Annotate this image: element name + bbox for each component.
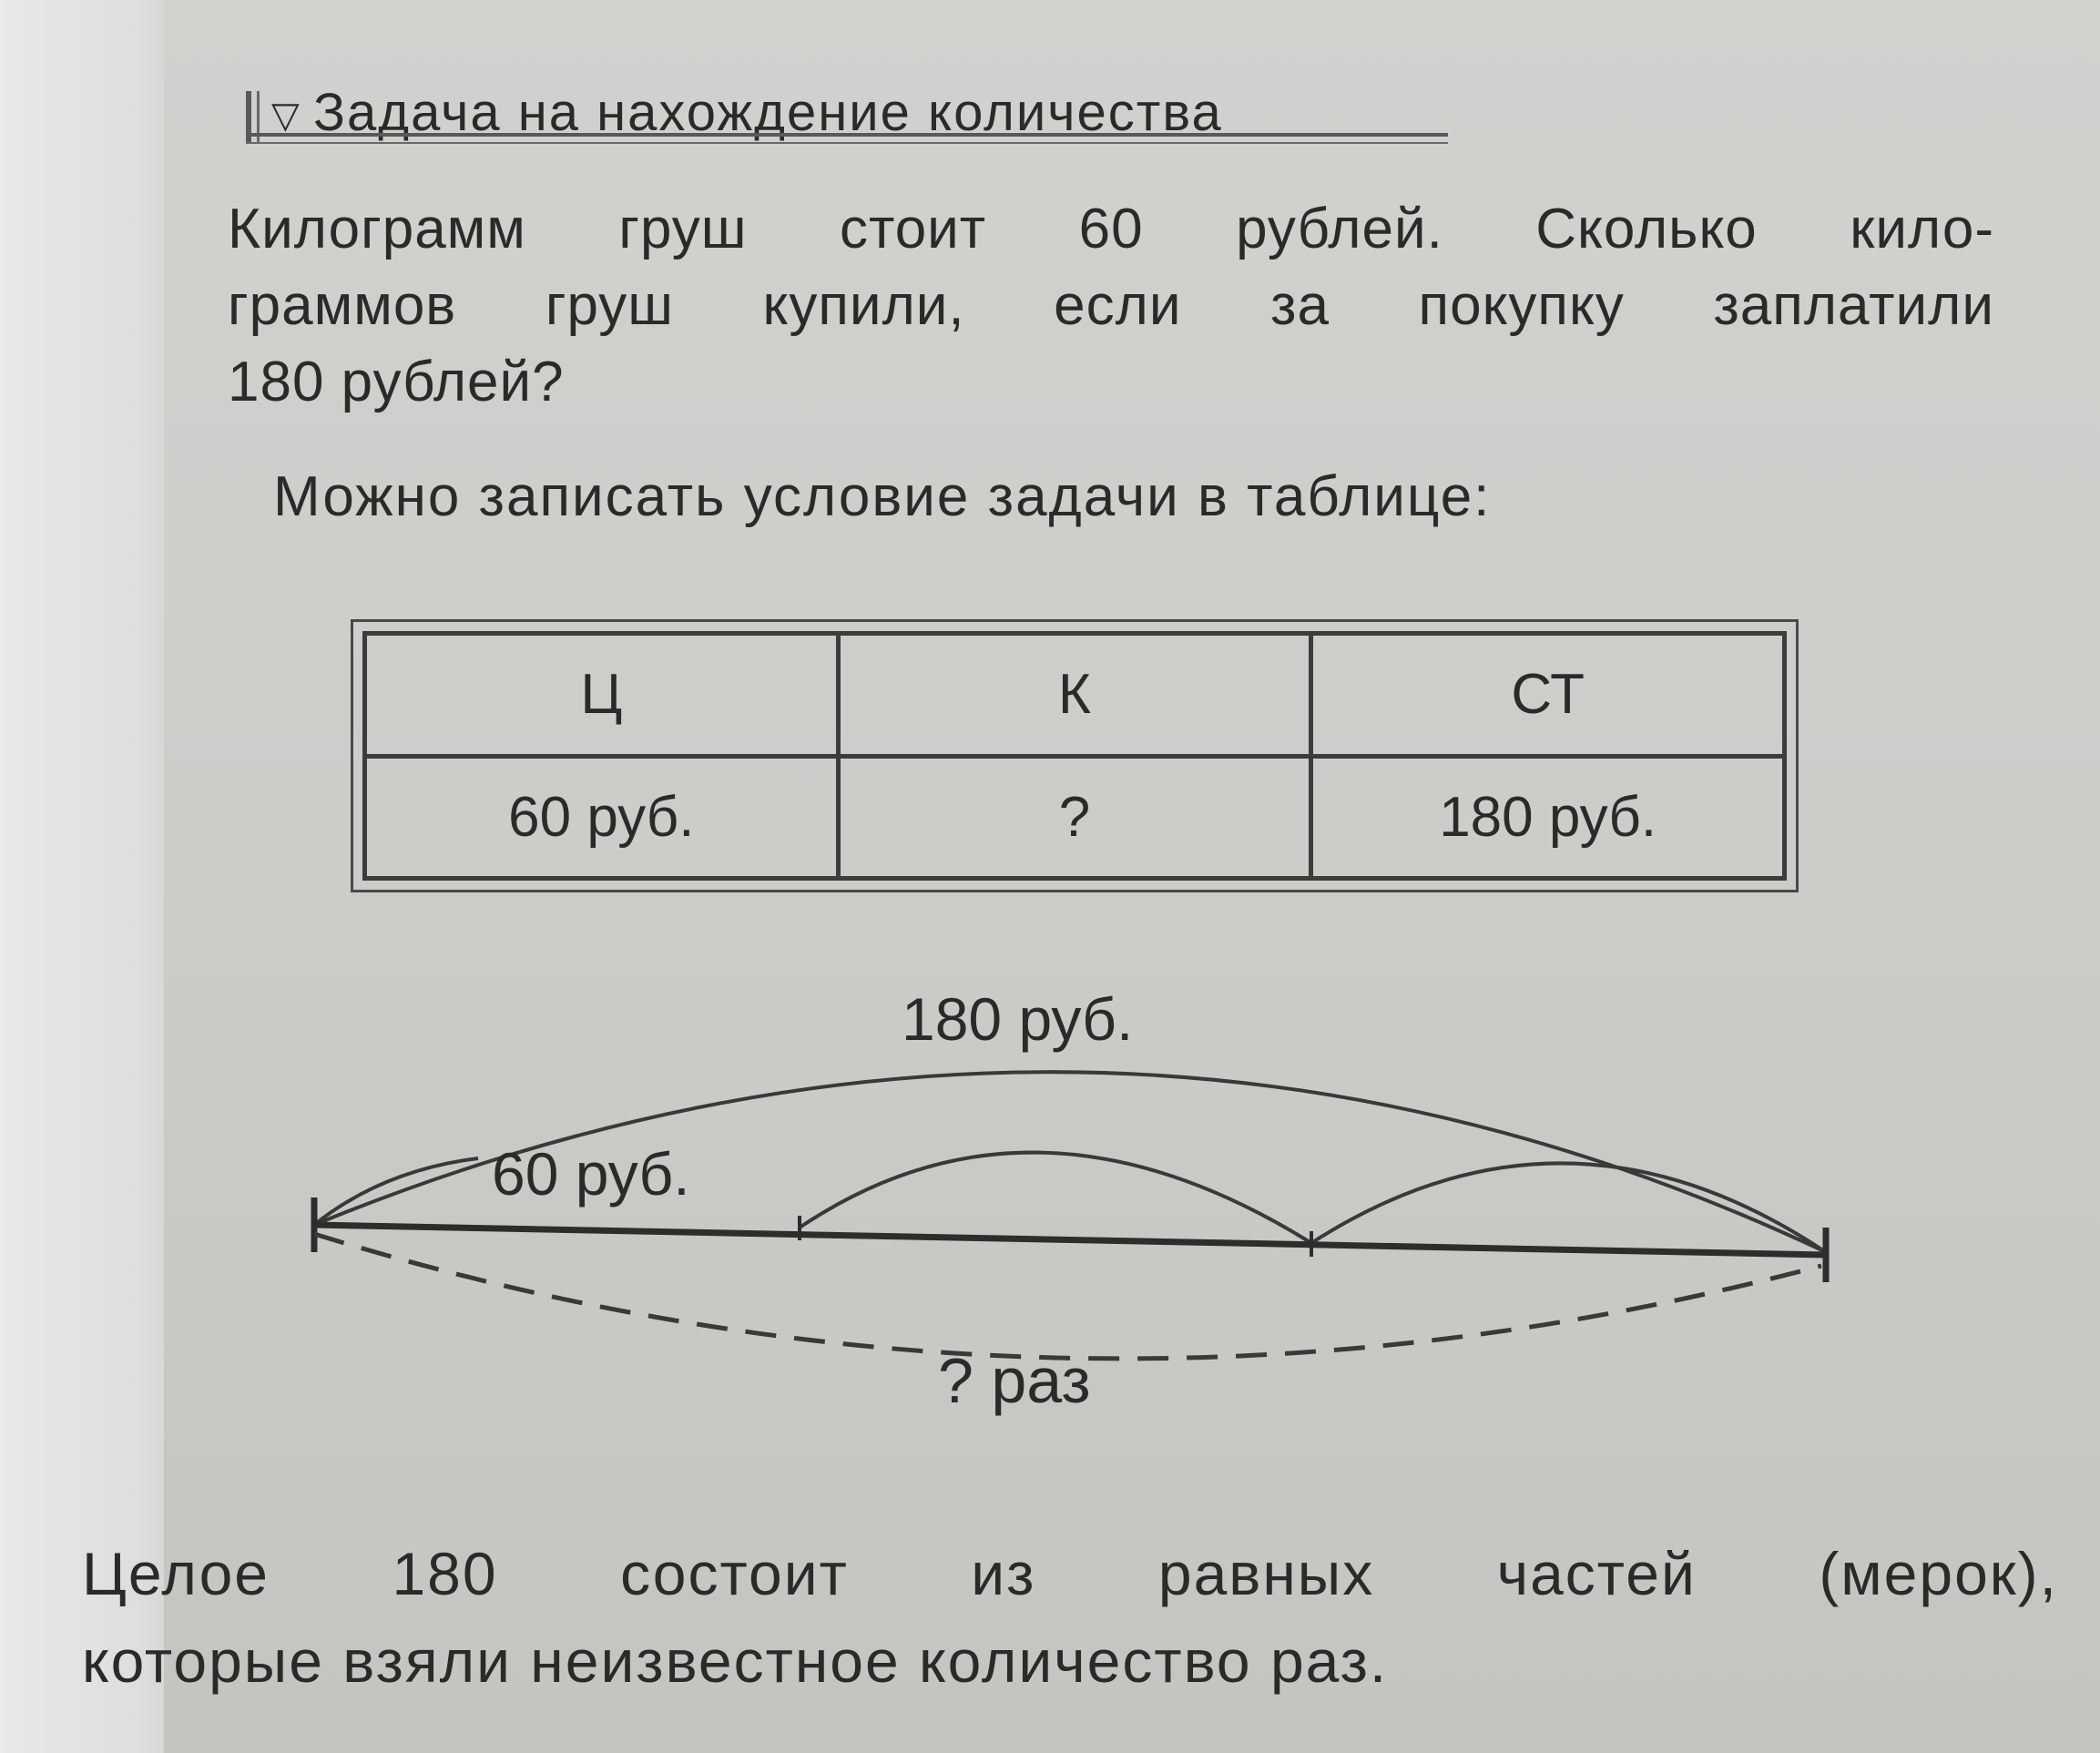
problem-line: 180 рублей? [228, 351, 565, 413]
table-prompt: Можно записать условие задачи в таблице: [273, 465, 1492, 528]
table-row: 60 руб. ? 180 руб. [362, 753, 1787, 881]
table-header-row: Ц К СТ [362, 631, 1787, 759]
header-price: Ц [362, 631, 841, 759]
heading-underline [246, 133, 1448, 137]
cell-quantity: ? [835, 753, 1314, 881]
problem-text: Килограмм груш стоит 60 рублей. Сколько … [228, 191, 1994, 421]
condition-table: Ц К СТ 60 руб. ? 180 руб. [362, 631, 1787, 881]
header-cost: СТ [1309, 631, 1787, 759]
problem-line: граммов груш купили, если за покупку зап… [228, 274, 1994, 337]
cell-cost: 180 руб. [1309, 753, 1787, 881]
heading-bar [246, 91, 251, 144]
problem-line: Килограмм груш стоит 60 рублей. Сколько … [228, 198, 1994, 260]
triangle-down-icon: ▽ [271, 96, 300, 136]
header-quantity: К [835, 631, 1314, 759]
conclusion-line: Целое 180 состоит из равных частей (меро… [82, 1540, 2058, 1607]
cell-price: 60 руб. [362, 753, 841, 881]
conclusion-text: Целое 180 состоит из равных частей (меро… [82, 1530, 2058, 1705]
heading-title: Задача на нахождение количества [313, 83, 1223, 142]
section-heading: ▽ Задача на нахождение количества [246, 55, 1448, 146]
condition-table-frame: Ц К СТ 60 руб. ? 180 руб. [351, 619, 1799, 892]
conclusion-line: которые взяли неизвестное количество раз… [82, 1627, 1389, 1695]
heading-underline [246, 142, 1448, 144]
heading-bar [257, 91, 260, 144]
